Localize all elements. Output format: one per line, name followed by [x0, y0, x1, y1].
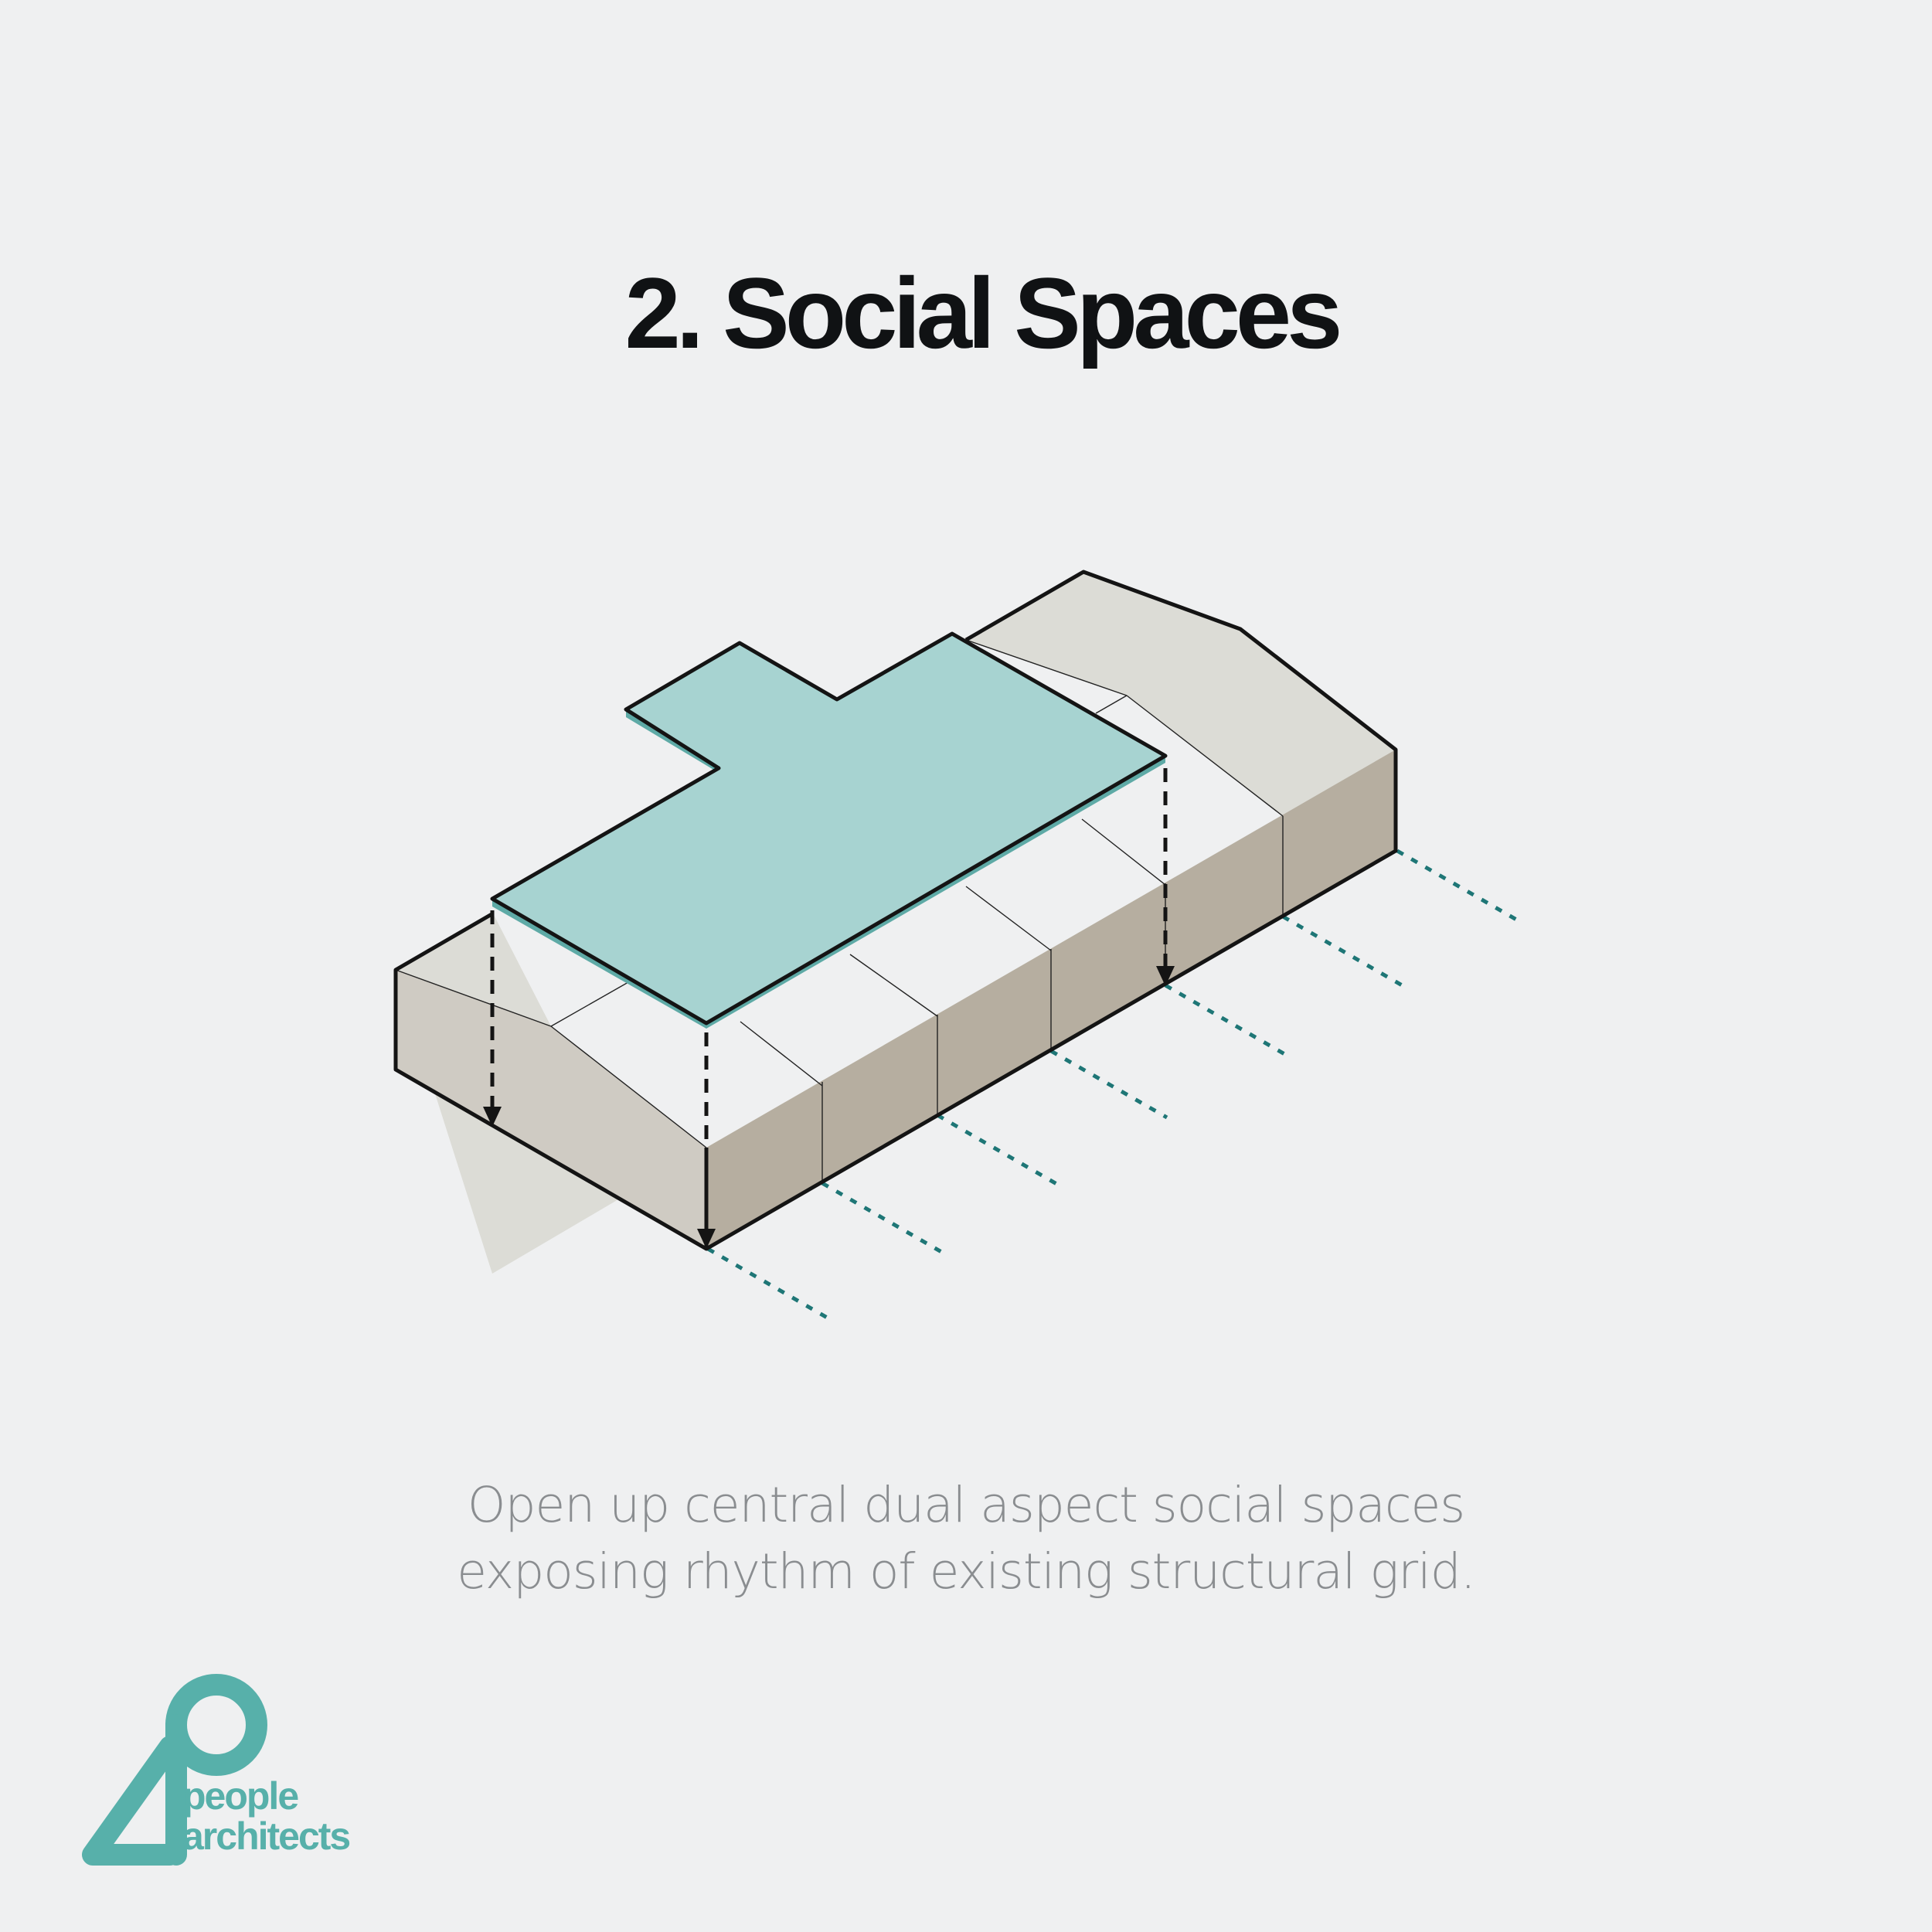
social-space-slab: [490, 631, 1168, 1026]
down-arrow-icon: [697, 1229, 716, 1249]
roof-ridge-line: [550, 1026, 707, 1148]
structural-grid-lines: [706, 849, 1519, 1321]
down-arrow-icon: [483, 1107, 502, 1127]
front-face: [396, 970, 706, 1249]
roof-bay-line: [849, 954, 938, 1017]
down-arrow-icon: [1156, 966, 1175, 986]
roof-bay-line: [1081, 818, 1166, 886]
outline-front-top: [393, 570, 1398, 1251]
roof-bay-line: [1095, 695, 1128, 714]
projection-arrows: [490, 768, 1168, 1235]
roof-ridge-line: [395, 969, 552, 1027]
logo-text: people architects: [182, 1774, 351, 1858]
grid-line: [936, 1113, 1060, 1187]
caption-line-1: Open up central dual aspect social space…: [467, 1477, 1465, 1533]
caption: Open up central dual aspect social space…: [0, 1472, 1932, 1605]
logo-word-people: people: [182, 1774, 299, 1818]
roof-bay-line: [550, 978, 634, 1027]
logo-word-architects: architects: [182, 1815, 351, 1858]
caption-line-2: exposing rhythm of existing structural g…: [457, 1543, 1475, 1600]
roof-back: [966, 572, 1396, 816]
arrow-heads: [483, 966, 1175, 1249]
roof-ridge-line: [1126, 695, 1284, 817]
page-title: 2. Social Spaces: [624, 257, 1343, 369]
roof-ridge-line: [965, 639, 1128, 696]
grid-line: [1281, 914, 1405, 988]
grid-line: [1396, 849, 1519, 923]
roof-bay-line: [740, 1021, 823, 1087]
grid-line: [706, 1247, 830, 1321]
roof-bay-line: [965, 886, 1052, 951]
roof-lines: [395, 639, 1284, 1183]
grid-line: [1049, 1049, 1168, 1120]
grid-line: [821, 1181, 944, 1255]
grid-line: [1164, 983, 1287, 1057]
people-architects-logo-icon: [82, 1674, 267, 1866]
